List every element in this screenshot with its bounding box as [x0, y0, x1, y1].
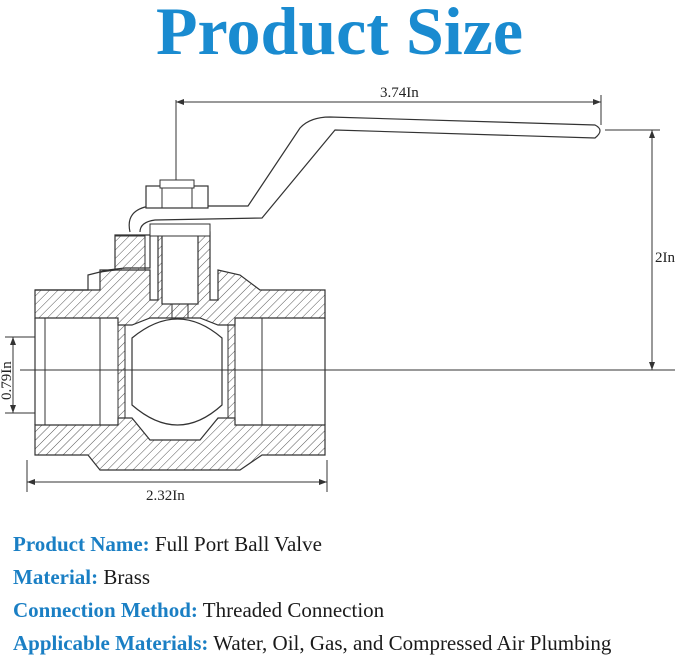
spec-row-material: Material: Brass — [13, 561, 679, 594]
valve-body — [34, 223, 326, 471]
spec-row-connection-method: Connection Method: Threaded Connection — [13, 594, 679, 627]
dimension-body-length: 2.32In — [26, 460, 328, 504]
dimension-label-bore: 0.79In — [0, 361, 15, 400]
dimension-handle-length: 3.74In — [175, 85, 602, 180]
spec-list: Product Name: Full Port Ball Valve Mater… — [13, 528, 679, 660]
spec-key: Connection Method: — [13, 598, 198, 622]
spec-value: Full Port Ball Valve — [154, 532, 322, 556]
spec-value: Brass — [103, 565, 151, 589]
spec-value: Water, Oil, Gas, and Compressed Air Plum… — [213, 631, 612, 655]
dimension-label-handle-length: 3.74In — [380, 85, 419, 101]
spec-row-product-name: Product Name: Full Port Ball Valve — [13, 528, 679, 561]
dimension-label-height: 2In — [655, 250, 675, 266]
spec-row-applicable-materials: Applicable Materials: Water, Oil, Gas, a… — [13, 627, 679, 660]
spec-key: Product Name: — [13, 532, 150, 556]
dimension-bore: 0.79In — [0, 336, 35, 414]
spec-key: Material: — [13, 565, 99, 589]
spec-key: Applicable Materials: — [13, 631, 209, 655]
page-title: Product Size — [155, 0, 524, 69]
dimension-label-body-length: 2.32In — [146, 488, 185, 504]
spec-value: Threaded Connection — [202, 598, 385, 622]
valve-diagram: 3.74In 2In 0.79In 2.32In — [0, 85, 675, 504]
valve-handle — [128, 116, 601, 233]
dimension-height: 2In — [605, 129, 675, 370]
